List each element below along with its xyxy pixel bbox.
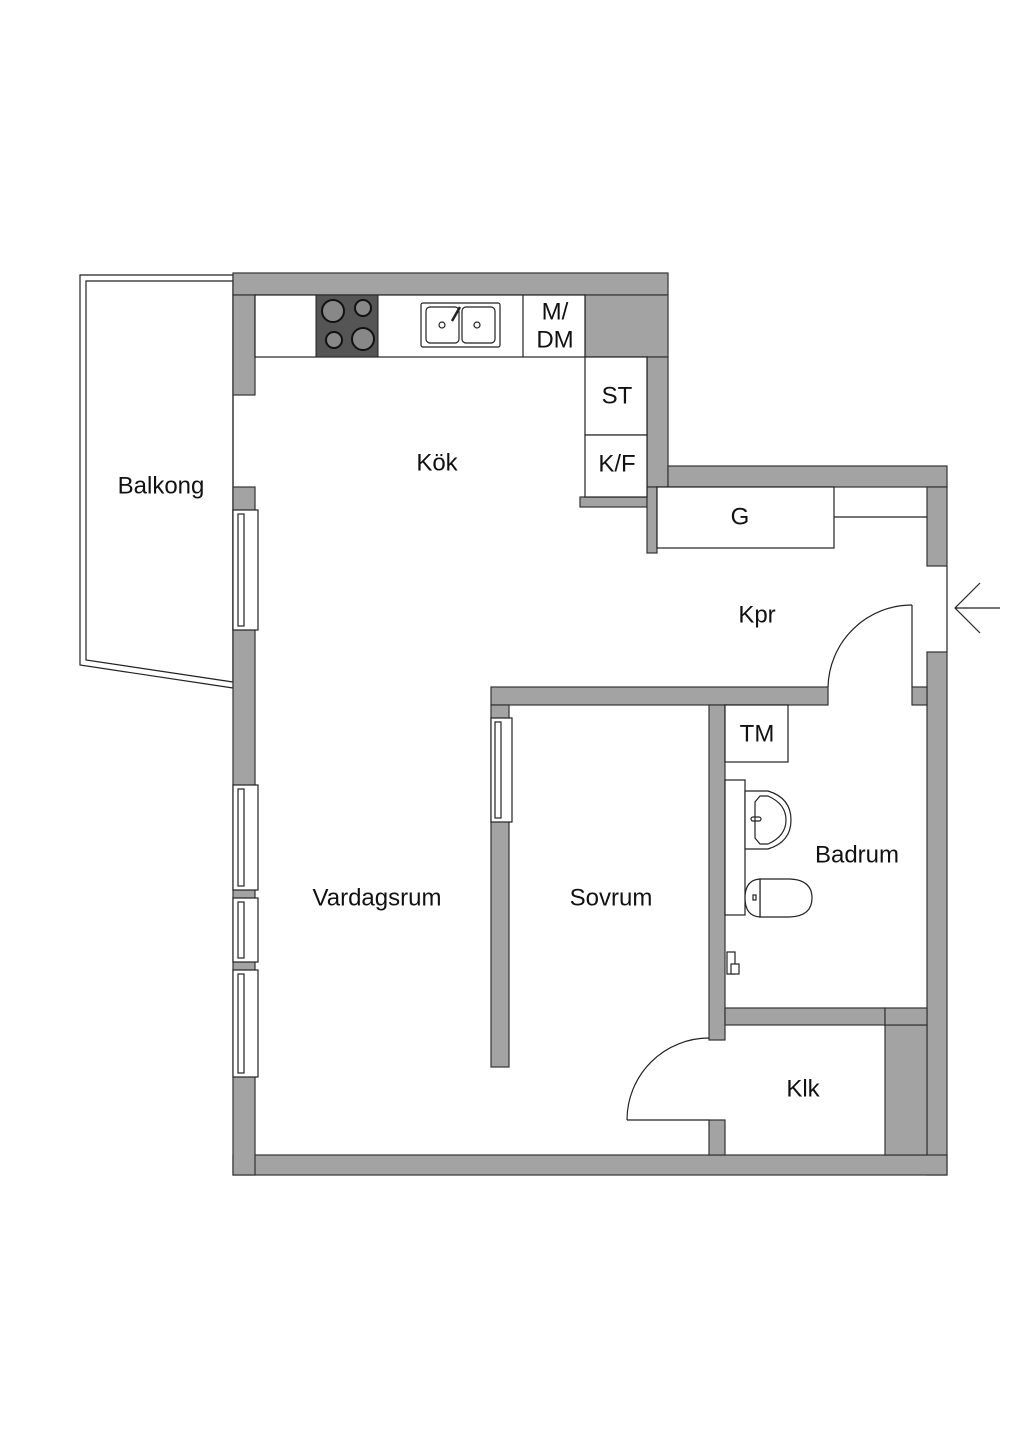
window: [232, 784, 259, 891]
washbasin-icon: [744, 790, 792, 850]
window: [232, 969, 259, 1078]
laundry-machine: [724, 704, 789, 763]
entrance-arrow-icon: [954, 582, 1000, 634]
fridge-freezer: [584, 434, 648, 498]
floor-drain-icon: [726, 951, 740, 975]
bathroom-counter: [724, 779, 746, 916]
appliance-label-cabinet: ST: [602, 382, 633, 409]
stove-icon: [315, 294, 379, 358]
room-label-balcony: Balkong: [118, 472, 205, 499]
window: [232, 509, 259, 631]
appliance-label-fridge: K/F: [598, 450, 635, 477]
cabinet: [584, 356, 648, 436]
appliance-label-microwave-2: DM: [536, 326, 573, 353]
room-label-bathroom: Badrum: [815, 841, 899, 868]
window: [232, 897, 259, 963]
room-label-living-room: Vardagsrum: [313, 884, 442, 911]
window: [490, 717, 513, 823]
room-label-laundry: TM: [740, 720, 775, 747]
room-label-kitchen: Kök: [416, 449, 458, 476]
windows: [232, 509, 513, 1078]
appliance-label-microwave-1: M/: [542, 298, 569, 325]
kitchen-counter: [254, 294, 586, 358]
wardrobe: [656, 486, 927, 549]
toilet-icon: [744, 878, 813, 918]
sink-icon: [420, 302, 501, 348]
room-label-wardrobe: G: [731, 503, 750, 530]
room-label-closet: Klk: [786, 1075, 820, 1102]
room-label-bedroom: Sovrum: [570, 884, 653, 911]
closet-door[interactable]: [626, 1037, 710, 1121]
entrance-door[interactable]: [827, 566, 948, 688]
room-label-hall: Kpr: [738, 601, 775, 628]
